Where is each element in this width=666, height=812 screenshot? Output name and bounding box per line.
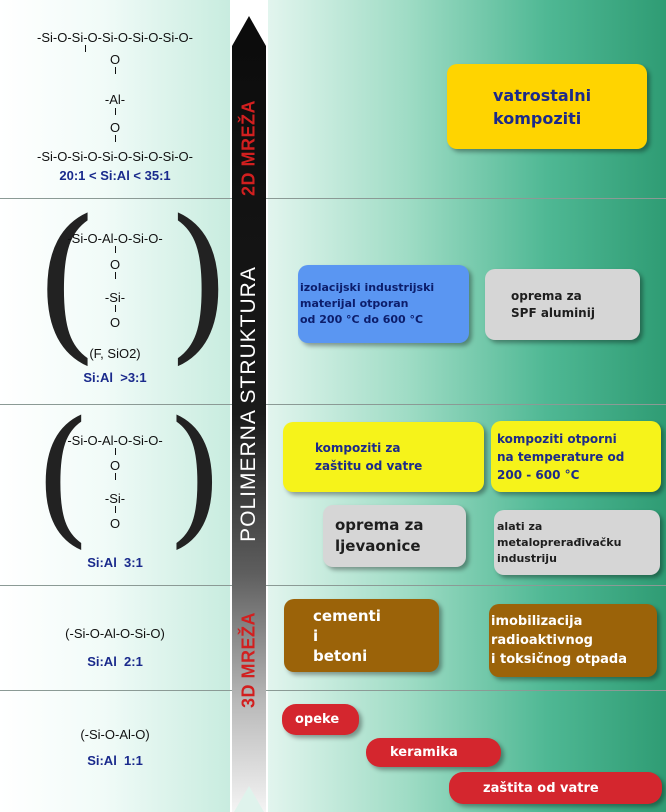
- polymer-structure-arrow: [232, 16, 266, 812]
- application-temperature-resistant-composites: kompoziti otporni na temperature od 200 …: [491, 421, 661, 492]
- application-fire-protection-composites: kompoziti za zaštitu od vatre: [283, 422, 484, 492]
- right-parenthesis: ): [166, 184, 232, 380]
- si-al-ratio: Si:Al 1:1: [87, 753, 143, 768]
- application-label: vatrostalni kompoziti: [493, 85, 592, 128]
- application-cements-concretes: cementi i betoni: [284, 599, 439, 672]
- application-spf-aluminium-equipment: oprema za SPF aluminij: [485, 269, 640, 340]
- axis-label-3d: 3D MREŽA: [238, 611, 259, 709]
- filler-label: (F, SiO2): [89, 346, 141, 361]
- row-divider: [0, 690, 666, 691]
- formula-line: -Al-: [104, 92, 126, 107]
- axis-label-2d: 2D MREŽA: [238, 99, 259, 197]
- application-label: oprema za SPF aluminij: [511, 288, 595, 320]
- application-label: izolacijski industrijski materijal otpor…: [300, 281, 435, 326]
- formula-line: -Si-: [104, 491, 126, 506]
- application-fire-protection: zaštita od vatre: [449, 772, 662, 804]
- axis-label-polymer-structure: POLIMERNA STRUKTURA: [237, 266, 260, 542]
- left-parenthesis: (: [34, 184, 100, 380]
- bond-line: [115, 67, 116, 74]
- row-divider: [0, 404, 666, 405]
- formula-line: -Si-: [104, 290, 126, 305]
- right-parenthesis: ): [166, 390, 224, 562]
- formula-line: O: [109, 458, 121, 473]
- bond-line: [85, 45, 86, 52]
- si-al-ratio: Si:Al 2:1: [87, 654, 143, 669]
- left-parenthesis: (: [34, 390, 92, 562]
- si-al-ratio: 20:1 < Si:Al < 35:1: [59, 168, 171, 183]
- application-label: cementi i betoni: [313, 606, 381, 665]
- application-ceramics: keramika: [366, 738, 501, 767]
- application-label: kompoziti otporni na temperature od 200 …: [497, 431, 625, 482]
- application-waste-immobilization: imobilizacija radioaktivnog i toksičnog …: [489, 604, 657, 677]
- bond-line: [115, 473, 116, 480]
- application-insulation-material: izolacijski industrijski materijal otpor…: [298, 265, 469, 343]
- application-bricks: opeke: [282, 704, 359, 735]
- row-divider: [0, 198, 666, 199]
- application-metalworking-tools: alati za metaloprerađivačku industriju: [494, 510, 660, 575]
- bond-line: [115, 272, 116, 279]
- formula-line: -Si-O-Al-O-Si-O-: [67, 433, 163, 448]
- application-label: imobilizacija radioaktivnog i toksičnog …: [491, 614, 627, 667]
- si-al-ratio: Si:Al >3:1: [83, 370, 147, 385]
- application-foundry-equipment: oprema za ljevaonice: [323, 505, 466, 567]
- application-label: zaštita od vatre: [483, 780, 599, 796]
- formula-line: (-Si-O-Al-O-Si-O): [65, 626, 165, 641]
- formula-line: O: [109, 120, 121, 135]
- formula-line: -Si-O-Al-O-Si-O-: [67, 231, 163, 246]
- formula-line: -Si-O-Si-O-Si-O-Si-O-Si-O-: [37, 149, 193, 164]
- application-label: keramika: [390, 745, 458, 760]
- row-divider: [0, 585, 666, 586]
- formula-line: O: [109, 52, 121, 67]
- formula-line: (-Si-O-Al-O): [80, 727, 150, 742]
- application-label: kompoziti za zaštitu od vatre: [315, 441, 423, 473]
- formula-line: O: [109, 516, 121, 531]
- bond-line: [115, 135, 116, 142]
- formula-line: O: [109, 315, 121, 330]
- application-label: oprema za ljevaonice: [335, 516, 424, 555]
- si-al-ratio: Si:Al 3:1: [87, 555, 143, 570]
- bond-line: [115, 246, 116, 253]
- application-label: alati za metaloprerađivačku industriju: [497, 519, 622, 565]
- application-refractory-composites: vatrostalni kompoziti: [447, 64, 647, 149]
- formula-line: O: [109, 257, 121, 272]
- application-label: opeke: [295, 712, 340, 727]
- bond-line: [115, 448, 116, 455]
- bond-line: [115, 506, 116, 513]
- formula-line: -Si-O-Si-O-Si-O-Si-O-Si-O-: [37, 30, 193, 45]
- bond-line: [115, 108, 116, 115]
- bond-line: [115, 305, 116, 312]
